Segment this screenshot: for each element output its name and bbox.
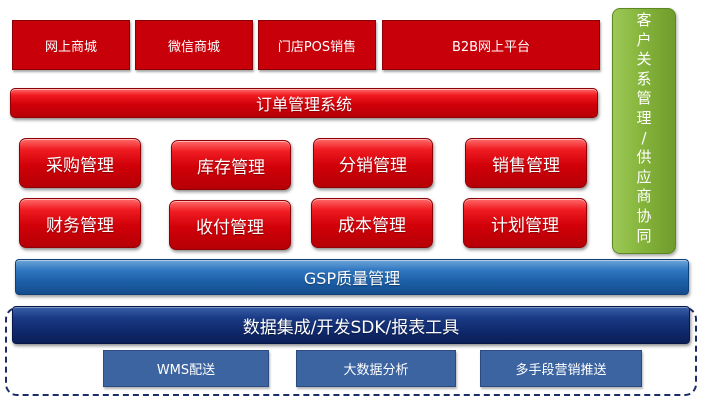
service-label: 大数据分析: [343, 363, 409, 378]
module-planning[interactable]: 计划管理: [463, 198, 587, 248]
module-purchase[interactable]: 采购管理: [19, 138, 141, 188]
channel-store-pos[interactable]: 门店POS销售: [258, 20, 376, 70]
module-label: 销售管理: [492, 155, 560, 176]
service-big-data-analysis[interactable]: 大数据分析: [296, 350, 456, 387]
crm-char: 供: [636, 148, 652, 167]
module-label: 计划管理: [491, 215, 559, 236]
service-marketing-push[interactable]: 多手段营销推送: [480, 350, 642, 387]
data-integration-sdk-bar[interactable]: 数据集成/开发SDK/报表工具: [12, 306, 690, 344]
crm-char: 系: [636, 69, 652, 88]
gsp-label: GSP质量管理: [303, 269, 401, 288]
module-finance[interactable]: 财务管理: [19, 198, 141, 248]
crm-char: /: [641, 128, 647, 147]
crm-char: 理: [636, 108, 652, 127]
module-payment[interactable]: 收付管理: [169, 200, 291, 250]
crm-char: 管: [636, 89, 652, 108]
crm-char: 关: [636, 50, 652, 69]
channel-online-mall[interactable]: 网上商城: [12, 20, 130, 70]
channel-wechat-mall[interactable]: 微信商城: [135, 20, 253, 70]
crm-char: 户: [636, 30, 652, 49]
module-cost[interactable]: 成本管理: [311, 198, 433, 248]
module-label: 库存管理: [197, 157, 265, 178]
channel-label: 网上商城: [44, 39, 97, 55]
module-distribution[interactable]: 分销管理: [313, 138, 433, 188]
crm-char: 协: [636, 206, 652, 225]
module-label: 收付管理: [196, 217, 264, 238]
channel-b2b-platform[interactable]: B2B网上平台: [382, 20, 600, 70]
service-label: WMS配送: [156, 363, 216, 378]
module-inventory[interactable]: 库存管理: [171, 140, 291, 190]
channel-label: B2B网上平台: [451, 39, 531, 55]
order-management-label: 订单管理系统: [255, 95, 352, 114]
service-label: 多手段营销推送: [515, 363, 607, 378]
crm-supplier-bar[interactable]: 客 户 关 系 管 理 / 供 应 商 协 同: [612, 8, 676, 254]
crm-char: 商: [636, 187, 652, 206]
channel-label: 门店POS销售: [277, 39, 357, 55]
crm-char: 客: [636, 11, 652, 29]
crm-char: 应: [636, 167, 652, 186]
module-label: 采购管理: [46, 155, 114, 176]
channel-label: 微信商城: [167, 39, 220, 55]
sdk-label: 数据集成/开发SDK/报表工具: [242, 317, 460, 338]
gsp-quality-bar[interactable]: GSP质量管理: [15, 259, 689, 295]
module-sales[interactable]: 销售管理: [465, 138, 587, 188]
service-wms-delivery[interactable]: WMS配送: [103, 350, 269, 387]
module-label: 分销管理: [339, 155, 407, 176]
order-management-bar[interactable]: 订单管理系统: [10, 88, 598, 118]
crm-char: 同: [636, 226, 652, 245]
module-label: 成本管理: [338, 215, 406, 236]
module-label: 财务管理: [46, 215, 114, 236]
